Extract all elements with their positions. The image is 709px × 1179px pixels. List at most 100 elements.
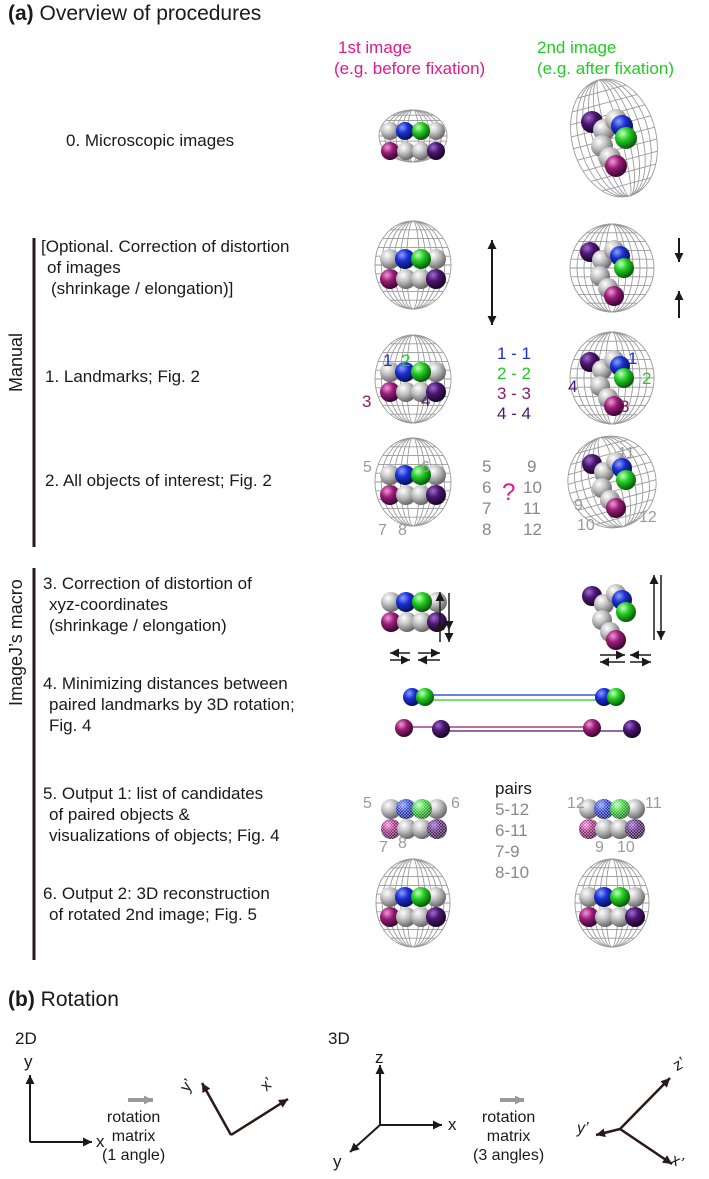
sphere-grey	[397, 819, 417, 839]
sphere-landmark-1	[403, 688, 421, 706]
object-number: 11	[523, 499, 541, 518]
sphere-grey	[397, 612, 417, 632]
rot2d-yprime-axis	[200, 1082, 233, 1136]
col1-header-line1: 1st image	[338, 38, 412, 57]
sphere-landmark-3	[380, 485, 400, 505]
object-label: 11	[645, 795, 662, 812]
rot3d-axis-y: y	[333, 1152, 342, 1171]
col2-header-line2: (e.g. after fixation)	[537, 59, 675, 78]
rot2d-yprime-axis-head	[202, 1083, 211, 1094]
sphere-landmark-2	[411, 465, 431, 485]
object-number: 8	[482, 520, 492, 539]
object-label: 12	[639, 509, 657, 526]
landmark-label: 4	[568, 377, 577, 396]
step-6: 6. Output 2: 3D reconstruction of rotate…	[43, 883, 270, 925]
sphere-grey	[381, 799, 401, 819]
landmark-pair-1: 1 - 1	[497, 344, 532, 363]
sphere-grey	[396, 485, 416, 505]
pair-item: 5-12	[495, 800, 530, 819]
step-3: 3. Correction of distortion of xyz-coord…	[43, 573, 252, 636]
sphere-landmark-4	[623, 720, 641, 738]
sphere-grey	[426, 362, 446, 382]
sphere-mesh	[579, 819, 599, 839]
axis-arrow-head	[642, 657, 651, 667]
cage-row0-2nd	[570, 78, 658, 198]
object-label: 5	[363, 459, 372, 476]
sphere-mesh	[381, 819, 401, 839]
sphere-grey	[610, 907, 630, 927]
step-3-line3: (shrinkage / elongation)	[49, 616, 227, 635]
sphere-landmark-3	[380, 269, 400, 289]
object-label: 9	[574, 497, 583, 514]
rot3d-caption-line1: rotation	[481, 1109, 536, 1126]
sphere-grey	[625, 799, 645, 819]
sphere-grey	[579, 887, 599, 907]
rot3d-label: 3D	[328, 1029, 350, 1048]
step-3-line1: 3. Correction of distortion of	[43, 574, 252, 593]
object-label: 8	[398, 522, 407, 539]
landmark-pair-2: 2 - 2	[497, 364, 532, 383]
object-label: 12	[567, 795, 585, 812]
rot3d-caption-line2: matrix	[486, 1128, 531, 1145]
sphere-landmark-2	[610, 887, 630, 907]
axis-arrow-head	[431, 648, 440, 658]
landmark-label: 3	[362, 392, 371, 411]
sphere-grey	[411, 907, 431, 927]
panel-a-title-text: Overview of procedures	[39, 2, 262, 25]
rot2d-y-axis-head	[25, 1075, 35, 1084]
object-label: 6	[451, 795, 460, 812]
sphere-landmark-4	[426, 907, 446, 927]
landmark-pair-list: 1 - 1 2 - 2 3 - 3 4 - 4	[497, 344, 531, 424]
stretch-arrow-up-head	[487, 240, 497, 249]
object-label: 8	[398, 835, 407, 852]
sphere-landmark-3	[583, 719, 601, 737]
landmark-label: 1	[628, 349, 637, 368]
rot3d-z-axis-head	[375, 1065, 385, 1074]
landmark-pair-3: 3 - 3	[497, 384, 532, 403]
sphere-landmark-1	[395, 465, 415, 485]
object-label: 7	[379, 839, 388, 856]
axis-arrow-head	[656, 631, 666, 640]
sphere-landmark-2	[616, 602, 636, 622]
landmark-label: 1	[383, 351, 392, 370]
sphere-grey	[412, 819, 432, 839]
sphere-landmark-3	[380, 382, 400, 402]
sphere-landmark-1	[594, 887, 614, 907]
axis-arrow-head	[616, 650, 625, 660]
step-4: 4. Minimizing distances between paired l…	[43, 673, 295, 736]
landmark-label: 4	[421, 391, 430, 410]
sphere-landmark-3	[604, 396, 624, 416]
sphere-grey	[426, 249, 446, 269]
sphere-grey	[411, 269, 431, 289]
stretch-arrow-down-head	[487, 316, 497, 325]
sphere-landmark-3	[381, 142, 399, 160]
rot2d-caption-line1: rotation	[106, 1109, 161, 1126]
object-label: 11	[618, 445, 635, 462]
step-5-line3: visualizations of objects; Fig. 4	[49, 826, 280, 845]
pair-item: 6-11	[495, 821, 528, 840]
object-number: 12	[523, 520, 542, 539]
axis-arrow-head	[435, 592, 445, 601]
object-label: 10	[577, 517, 595, 534]
sphere-landmark-2	[411, 249, 431, 269]
step-3-line2: xyz-coordinates	[49, 595, 169, 614]
sphere-mesh	[610, 799, 630, 819]
shrink-arrow-down-head	[674, 253, 684, 262]
sphere-grey	[411, 485, 431, 505]
sphere-grey	[411, 382, 431, 402]
panel-b-title-text: Rotation	[40, 988, 119, 1011]
rot2d-x-axis-head	[83, 1137, 92, 1147]
sphere-landmark-2	[607, 688, 625, 706]
rot2d-xprime-axis-head	[277, 1099, 288, 1108]
step-5: 5. Output 1: list of candidates of paire…	[43, 783, 280, 846]
object-label: 9	[595, 839, 604, 856]
rot2d-caption-line2: matrix	[111, 1128, 156, 1145]
sphere-grey	[427, 122, 445, 140]
sphere-grey	[595, 819, 615, 839]
object-number: 7	[482, 499, 492, 518]
sphere-landmark-3	[380, 907, 400, 927]
axis-arrow-head	[390, 648, 399, 658]
sphere-grey	[426, 465, 446, 485]
rotation-arrow-3d-head	[515, 1095, 524, 1105]
col1-header: 1st image (e.g. before fixation)	[334, 37, 485, 79]
